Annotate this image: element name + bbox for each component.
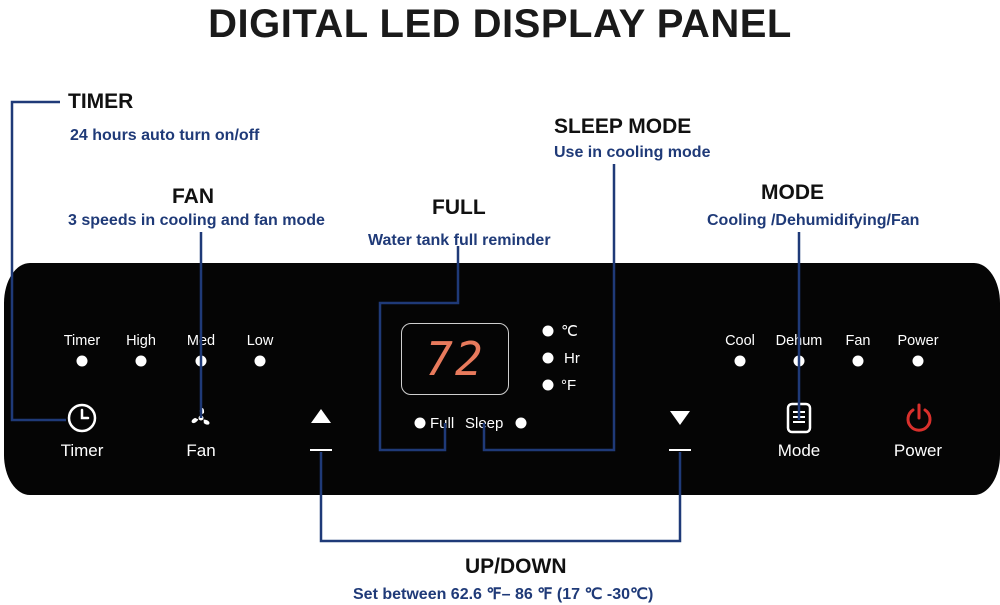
power-icon — [906, 403, 932, 432]
full-heading: FULL — [432, 196, 486, 219]
indicator-label-low: Low — [246, 333, 274, 349]
indicator-dot-timer — [76, 355, 88, 367]
mode-description: Cooling /Dehumidifying/Fan — [707, 212, 920, 229]
indicator-dot-low — [254, 355, 266, 367]
updown-description: Set between 62.6 ℉– 86 ℉ (17 ℃ -30℃) — [353, 586, 654, 603]
mode-icon — [786, 402, 812, 434]
indicator-label-power: Power — [897, 333, 939, 349]
timer-button-label: Timer — [60, 441, 104, 460]
sleep-indicator-dot — [515, 417, 527, 429]
timer-heading: TIMER — [68, 90, 134, 113]
full-description: Water tank full reminder — [368, 232, 551, 249]
page-title: DIGITAL LED DISPLAY PANEL — [208, 2, 792, 46]
indicator-dot-dehum — [793, 355, 805, 367]
updown-heading: UP/DOWN — [465, 555, 567, 578]
unit-label-hours: Hr — [564, 350, 580, 367]
clock-icon — [67, 403, 97, 433]
down-button[interactable] — [665, 406, 695, 454]
power-button-label: Power — [893, 441, 943, 460]
full-indicator-dot — [414, 417, 426, 429]
unit-label-fahrenheit: °F — [561, 377, 577, 394]
sleep-description: Use in cooling mode — [554, 144, 711, 161]
indicator-label-dehum: Dehum — [775, 333, 823, 349]
indicator-dot-fan — [852, 355, 864, 367]
full-indicator-label: Full — [430, 415, 455, 432]
unit-dot-fahrenheit — [542, 379, 554, 391]
indicator-label-med: Med — [186, 333, 216, 349]
indicator-dot-power — [912, 355, 924, 367]
power-button[interactable] — [903, 402, 935, 434]
unit-dot-celsius — [542, 325, 554, 337]
indicator-label-cool: Cool — [725, 333, 755, 349]
mode-button-label: Mode — [777, 441, 821, 460]
mode-button[interactable] — [785, 402, 813, 434]
unit-dot-hours — [542, 352, 554, 364]
sleep-indicator-label: Sleep — [465, 415, 504, 432]
up-button[interactable] — [306, 406, 336, 454]
indicator-dot-cool — [734, 355, 746, 367]
down-arrow-icon — [669, 411, 691, 451]
indicator-label-high: High — [126, 333, 156, 349]
sleep-heading: SLEEP MODE — [554, 115, 692, 138]
timer-description: 24 hours auto turn on/off — [70, 127, 260, 144]
indicator-label-timer: Timer — [63, 333, 101, 349]
indicator-label-fan: Fan — [845, 333, 871, 349]
fan-heading: FAN — [172, 185, 214, 208]
up-arrow-icon — [310, 409, 332, 451]
fan-icon — [191, 407, 210, 425]
fan-button-label: Fan — [186, 441, 216, 460]
mode-heading: MODE — [761, 181, 824, 204]
fan-button[interactable] — [185, 402, 217, 434]
indicator-dot-med — [195, 355, 207, 367]
temperature-readout: 72 — [425, 332, 485, 386]
fan-description: 3 speeds in cooling and fan mode — [68, 212, 325, 229]
unit-label-celsius: ℃ — [561, 323, 578, 340]
timer-button[interactable] — [66, 402, 98, 434]
indicator-dot-high — [135, 355, 147, 367]
